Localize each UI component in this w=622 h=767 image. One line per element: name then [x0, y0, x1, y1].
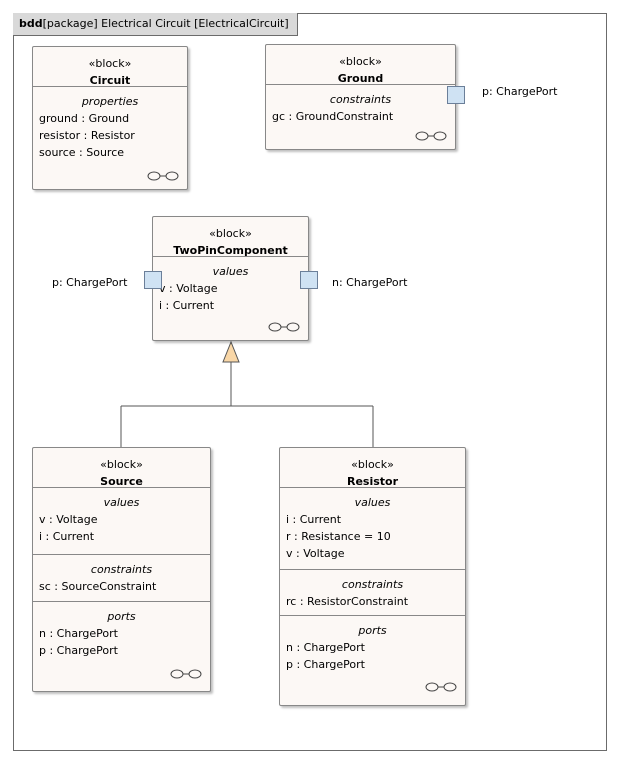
compartment-title: ports	[107, 610, 136, 623]
compartment-constraints: constraints sc : SourceConstraint	[33, 555, 210, 602]
constraint-item: rc : ResistorConstraint	[286, 595, 409, 608]
glasses-icon	[415, 131, 447, 141]
frame-tab: bdd[package] Electrical Circuit [Electri…	[13, 13, 298, 36]
compartment-ports: ports n : ChargePort p : ChargePort	[33, 602, 210, 685]
value-item: v : Voltage	[39, 513, 98, 526]
port-twopin-p[interactable]	[144, 271, 162, 289]
block-header: «block» Resistor	[280, 448, 465, 488]
block-header: «block» Source	[33, 448, 210, 488]
compartment-title: values	[354, 496, 391, 509]
compartment-title: constraints	[329, 93, 392, 106]
value-item: i : Current	[159, 299, 215, 312]
port-item: n : ChargePort	[39, 627, 118, 640]
glasses-icon	[147, 171, 179, 181]
block-twopincomponent[interactable]: «block» TwoPinComponent values v : Volta…	[152, 216, 309, 341]
constraint-item: gc : GroundConstraint	[272, 110, 394, 123]
block-name: Resistor	[346, 475, 399, 488]
value-item: r : Resistance = 10	[286, 530, 391, 543]
value-item: i : Current	[39, 530, 95, 543]
value-item: v : Voltage	[286, 547, 345, 560]
block-source[interactable]: «block» Source values v : Voltage i : Cu…	[32, 447, 211, 692]
stereotype-label: «block»	[351, 458, 394, 471]
glasses-icon	[268, 322, 300, 332]
compartment-constraints: constraints rc : ResistorConstraint	[280, 570, 465, 616]
stereotype-label: «block»	[88, 57, 132, 70]
compartment-properties: properties ground : Ground resistor : Re…	[33, 87, 187, 187]
block-header: «block» Circuit	[33, 47, 187, 87]
diagram-frame	[13, 13, 607, 751]
constraint-item: sc : SourceConstraint	[39, 580, 157, 593]
port-label: n: ChargePort	[332, 276, 408, 289]
compartment-ports: ports n : ChargePort p : ChargePort	[280, 616, 465, 698]
frame-kind: bdd	[19, 17, 43, 30]
compartment-title: ports	[358, 624, 387, 637]
block-header: «block» Ground	[266, 45, 455, 85]
compartment-values: values v : Voltage i : Current	[153, 257, 308, 338]
compartment-title: values	[212, 265, 249, 278]
compartment-title: properties	[81, 95, 139, 108]
compartment-title: values	[103, 496, 140, 509]
port-ground-p[interactable]	[447, 86, 465, 104]
block-name: Ground	[337, 72, 384, 85]
frame-title: [package] Electrical Circuit [Electrical…	[42, 17, 289, 30]
compartment-values: values i : Current r : Resistance = 10 v…	[280, 488, 465, 570]
value-item: i : Current	[286, 513, 342, 526]
compartment-title: constraints	[341, 578, 404, 591]
glasses-icon	[170, 669, 202, 679]
block-circuit[interactable]: «block» Circuit properties ground : Grou…	[32, 46, 188, 190]
block-name: Source	[100, 475, 143, 488]
port-label: p: ChargePort	[52, 276, 128, 289]
block-ground[interactable]: «block» Ground constraints gc : GroundCo…	[265, 44, 456, 150]
block-resistor[interactable]: «block» Resistor values i : Current r : …	[279, 447, 466, 706]
compartment-constraints: constraints gc : GroundConstraint	[266, 85, 455, 147]
block-name: Circuit	[89, 74, 131, 87]
stereotype-label: «block»	[209, 227, 252, 240]
property-item: resistor : Resistor	[39, 129, 135, 142]
port-item: n : ChargePort	[286, 641, 365, 654]
block-name: TwoPinComponent	[173, 244, 288, 257]
port-item: p : ChargePort	[39, 644, 118, 657]
property-item: ground : Ground	[39, 112, 130, 125]
stereotype-label: «block»	[339, 55, 382, 68]
compartment-values: values v : Voltage i : Current	[33, 488, 210, 555]
value-item: v : Voltage	[159, 282, 218, 295]
glasses-icon	[425, 682, 457, 692]
port-label: p: ChargePort	[482, 85, 558, 98]
compartment-title: constraints	[90, 563, 153, 576]
port-twopin-n[interactable]	[300, 271, 318, 289]
block-header: «block» TwoPinComponent	[153, 217, 308, 257]
port-item: p : ChargePort	[286, 658, 365, 671]
generalization-arrowhead	[222, 340, 240, 363]
stereotype-label: «block»	[100, 458, 143, 471]
property-item: source : Source	[39, 146, 125, 159]
